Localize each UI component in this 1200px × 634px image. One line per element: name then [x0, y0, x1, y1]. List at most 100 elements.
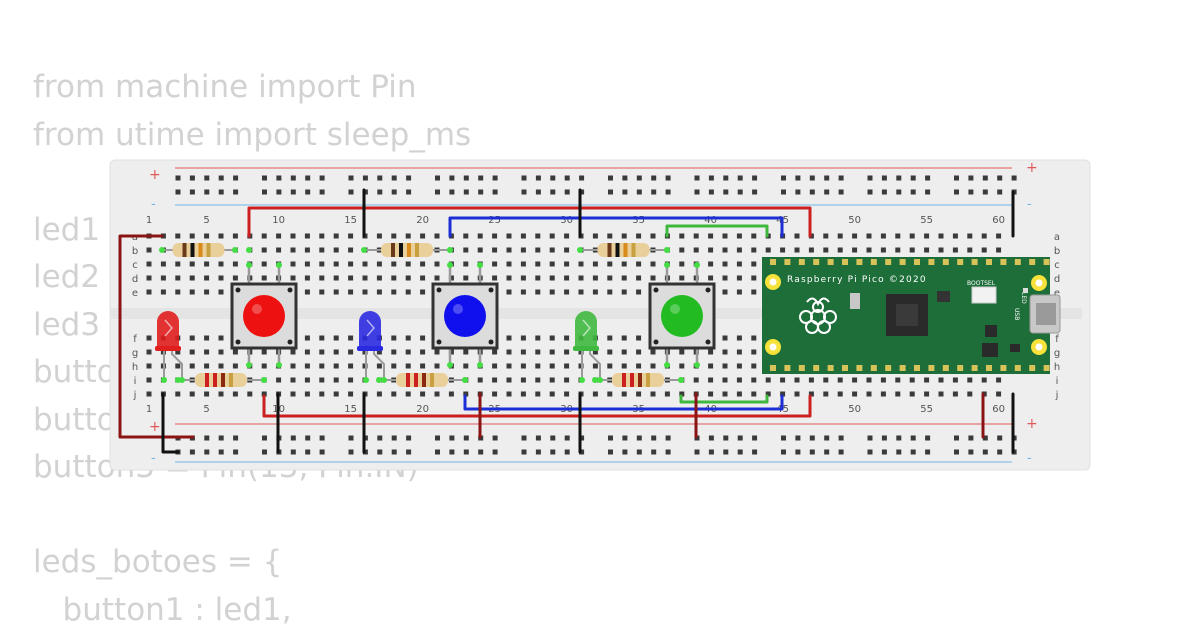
hole	[233, 262, 238, 267]
hole	[175, 290, 180, 295]
hole	[507, 336, 512, 341]
rail-hole	[233, 436, 238, 441]
hole	[910, 392, 915, 397]
rail-hole	[349, 436, 354, 441]
hole	[679, 276, 684, 281]
rail-hole	[204, 436, 209, 441]
rail-hole	[997, 450, 1002, 455]
hole	[679, 350, 684, 355]
rail-hole	[824, 176, 829, 181]
hole	[823, 234, 828, 239]
hole	[319, 234, 324, 239]
column-number-top: 5	[203, 215, 209, 226]
rail-hole	[622, 450, 627, 455]
pico-pin	[799, 365, 805, 371]
hole	[377, 276, 382, 281]
rail-hole	[824, 436, 829, 441]
raspberry-pi-pico: Raspberry Pi Pico ©2020 BOOTSEL LED USB	[762, 257, 1060, 374]
rail-hole	[522, 190, 527, 195]
rail-hole	[493, 450, 498, 455]
column-number-bottom: 5	[203, 404, 209, 415]
row-letter: h	[1054, 362, 1060, 373]
hole	[564, 378, 569, 383]
hole	[377, 392, 382, 397]
column-number-top: 50	[848, 215, 861, 226]
pico-pin	[828, 365, 834, 371]
rail-plus-label-top-right: +	[1026, 160, 1038, 176]
hole	[305, 262, 310, 267]
column-number-top: 20	[416, 215, 429, 226]
hole	[391, 290, 396, 295]
hole	[334, 350, 339, 355]
hole	[838, 392, 843, 397]
rail-hole	[997, 176, 1002, 181]
pico-pin	[928, 259, 934, 265]
rail-hole	[1012, 176, 1017, 181]
hole	[996, 234, 1001, 239]
hole	[737, 290, 742, 295]
hole	[262, 364, 267, 369]
hole	[550, 262, 555, 267]
rail-hole	[968, 450, 973, 455]
hole	[924, 234, 929, 239]
hole	[636, 336, 641, 341]
hole	[737, 336, 742, 341]
rail-hole	[219, 436, 224, 441]
rail-hole	[377, 436, 382, 441]
hole	[622, 364, 627, 369]
rail-hole	[781, 176, 786, 181]
hole	[895, 378, 900, 383]
row-letter: i	[1056, 376, 1059, 387]
hole	[708, 234, 713, 239]
hole	[291, 364, 296, 369]
hole	[564, 336, 569, 341]
pico-pin	[799, 259, 805, 265]
hole	[867, 378, 872, 383]
hole	[795, 234, 800, 239]
rail-hole	[882, 176, 887, 181]
hole	[564, 262, 569, 267]
hole	[550, 248, 555, 253]
hole	[391, 364, 396, 369]
rail-hole	[550, 190, 555, 195]
hole	[607, 276, 612, 281]
rail-hole	[190, 190, 195, 195]
hole	[319, 350, 324, 355]
hole	[723, 336, 728, 341]
hole	[550, 392, 555, 397]
rail-hole	[305, 176, 310, 181]
hole	[420, 364, 425, 369]
rail-hole	[550, 450, 555, 455]
rail-hole	[695, 450, 700, 455]
rail-hole	[896, 436, 901, 441]
hole	[175, 364, 180, 369]
hole	[996, 378, 1001, 383]
rail-hole	[723, 450, 728, 455]
hole	[737, 248, 742, 253]
rail-hole	[637, 176, 642, 181]
hole	[334, 336, 339, 341]
rail-hole	[666, 436, 671, 441]
pico-pin	[972, 365, 978, 371]
pico-pin	[914, 365, 920, 371]
hole	[305, 248, 310, 253]
hole	[751, 350, 756, 355]
hole	[521, 276, 526, 281]
hole	[175, 234, 180, 239]
rail-hole	[752, 176, 757, 181]
hole	[319, 336, 324, 341]
hole	[233, 276, 238, 281]
hole	[377, 290, 382, 295]
hole	[579, 276, 584, 281]
hole	[190, 276, 195, 281]
hole	[723, 378, 728, 383]
hole	[723, 350, 728, 355]
hole	[550, 336, 555, 341]
hole	[348, 364, 353, 369]
hole	[751, 392, 756, 397]
rail-hole	[435, 176, 440, 181]
pico-pin	[856, 365, 862, 371]
hole	[939, 248, 944, 253]
connection-point	[664, 247, 670, 253]
hole	[319, 290, 324, 295]
